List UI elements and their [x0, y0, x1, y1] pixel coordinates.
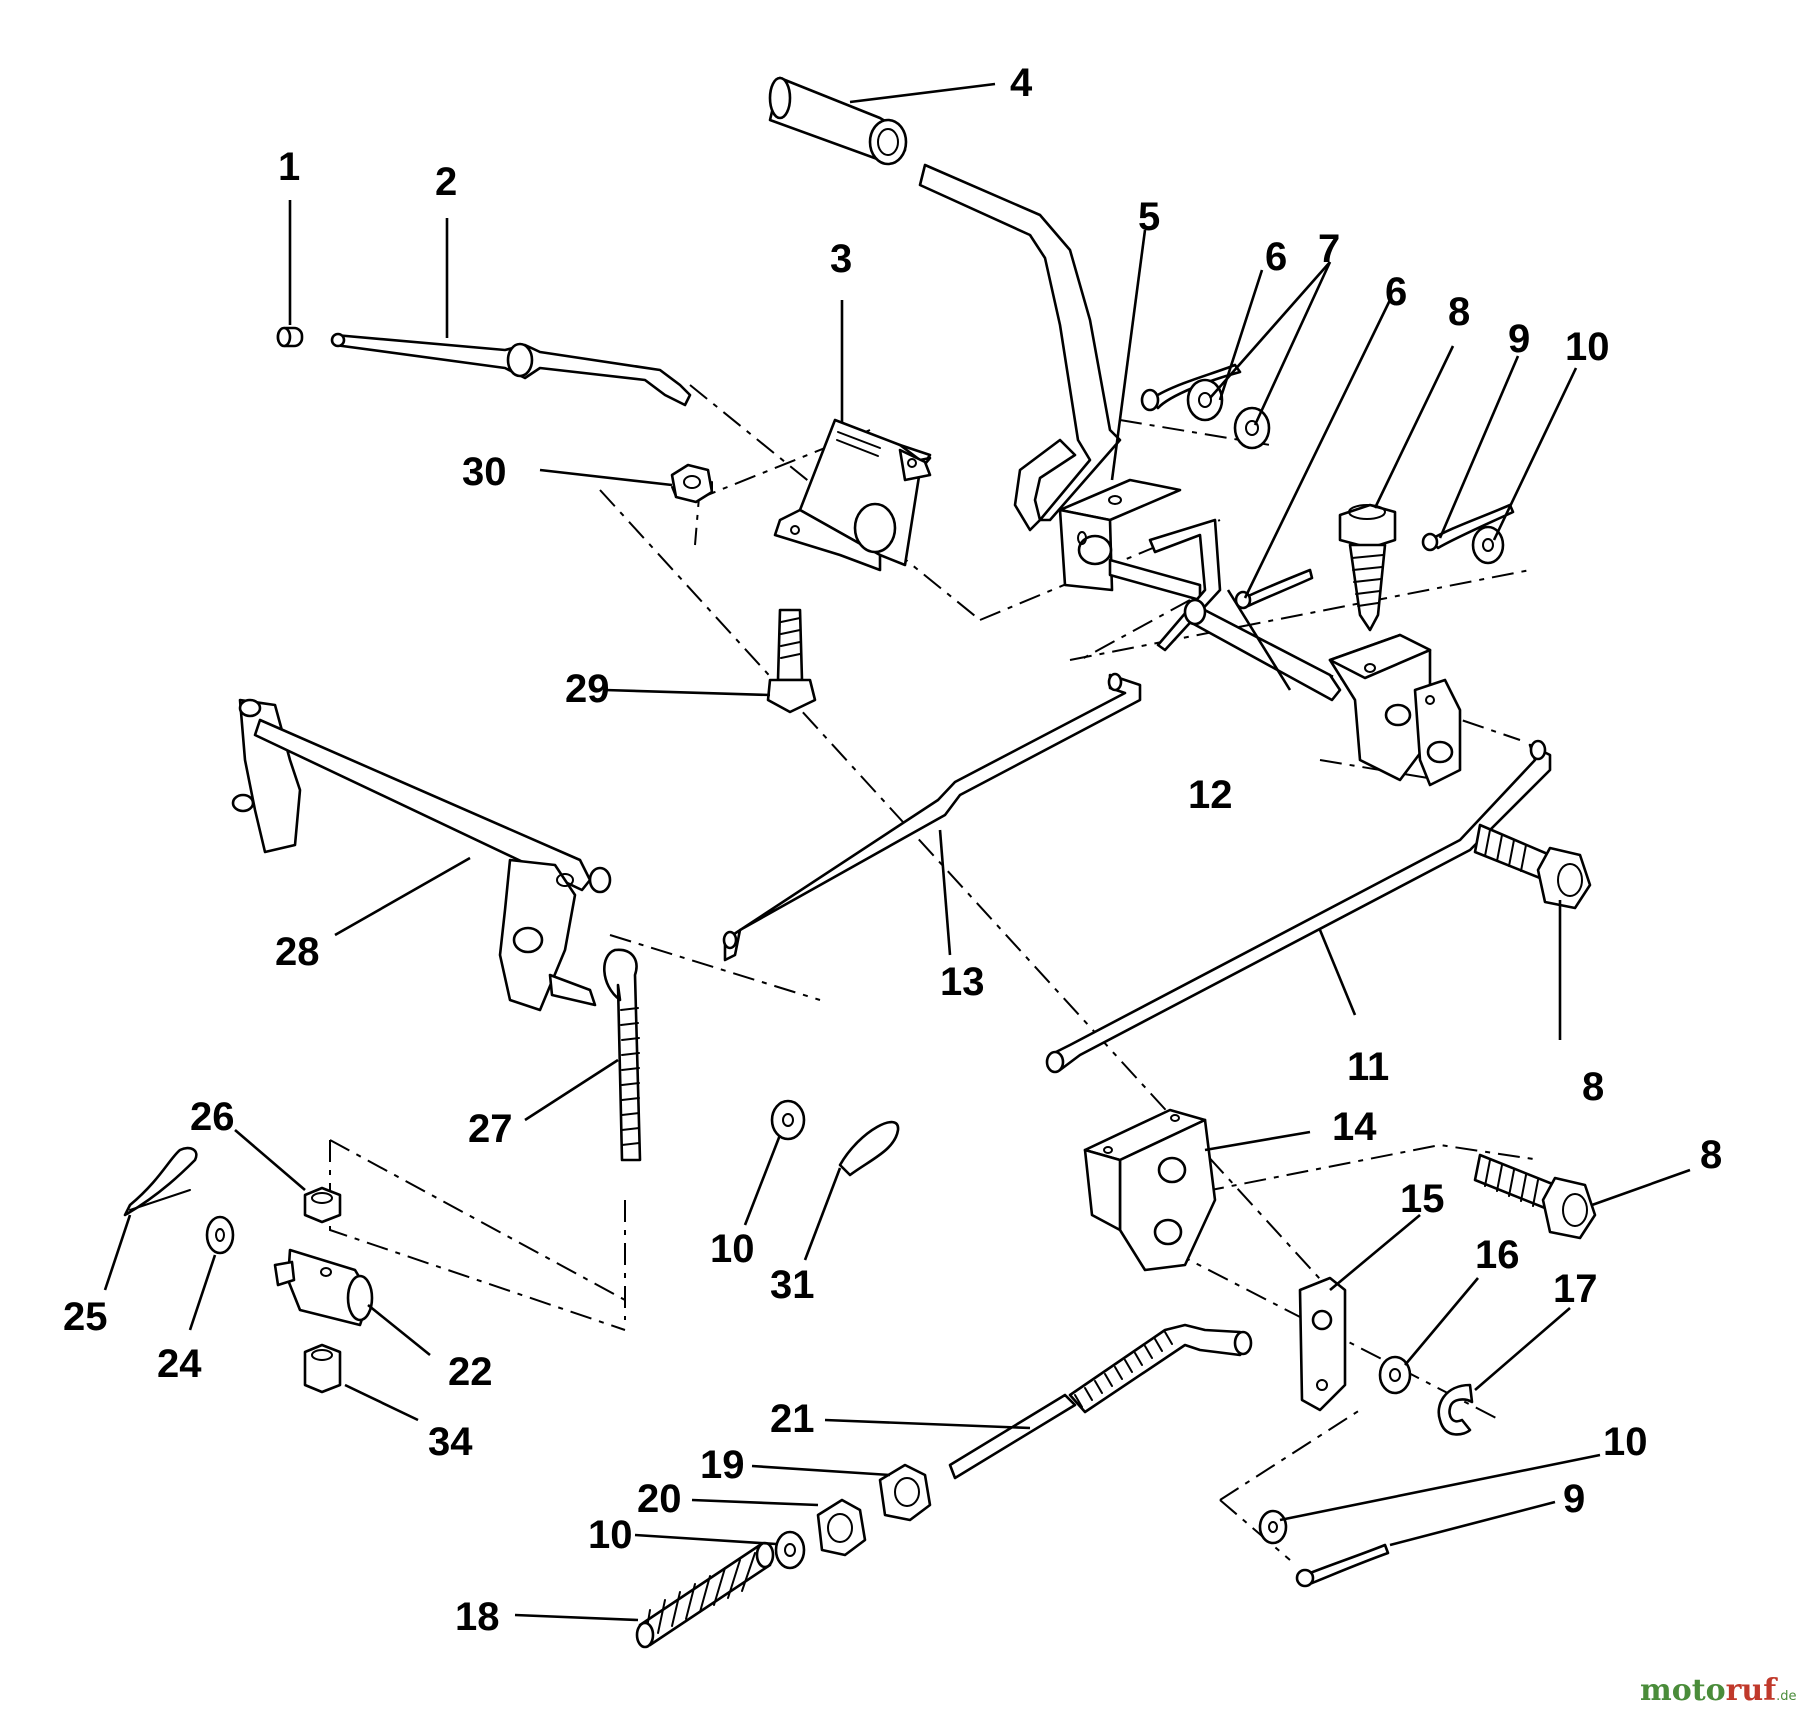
- callout-20: 20: [637, 1477, 682, 1521]
- callout-25: 25: [63, 1295, 108, 1339]
- part-24-washer: [205, 1215, 235, 1255]
- callout-1: 1: [278, 145, 300, 189]
- callout-24: 24: [157, 1342, 202, 1386]
- callout-8a: 8: [1448, 290, 1470, 334]
- part-19-nut: [878, 1463, 932, 1522]
- part-15-plate: [1298, 1276, 1347, 1412]
- callout-14: 14: [1332, 1105, 1377, 1149]
- part-18-spring: [635, 1541, 775, 1649]
- callout-6a: 6: [1265, 235, 1287, 279]
- watermark-part-a: moto: [1640, 1673, 1726, 1708]
- callout-5: 5: [1138, 195, 1160, 239]
- part-13-rod: [722, 672, 1142, 962]
- part-10-washer-spring: [774, 1530, 806, 1570]
- callout-8b: 8: [1582, 1065, 1604, 1109]
- callout-9b: 9: [1563, 1477, 1585, 1521]
- callout-34: 34: [428, 1420, 473, 1464]
- part-5-bracket: [1058, 478, 1182, 592]
- part-20-nut: [816, 1498, 867, 1557]
- callout-12: 12: [1188, 773, 1233, 817]
- callout-10a: 10: [1565, 325, 1610, 369]
- assembly-lines: [329, 384, 1541, 1561]
- callout-17: 17: [1553, 1267, 1598, 1311]
- callout-10c: 10: [588, 1513, 633, 1557]
- part-25-hairpin: [123, 1146, 198, 1217]
- callout-15: 15: [1400, 1177, 1445, 1221]
- callout-13: 13: [940, 960, 985, 1004]
- callout-8c: 8: [1700, 1133, 1722, 1177]
- part-26-nut: [303, 1186, 342, 1224]
- callout-labels: 1 2 3 4 5 6 7 6 8 9 10 12 8 11 13 28 29 …: [63, 61, 1722, 1639]
- callout-6b: 6: [1385, 270, 1407, 314]
- part-8-bolt-upper: [1338, 503, 1397, 632]
- part-11-rod: [1045, 739, 1552, 1074]
- callout-27: 27: [468, 1107, 513, 1151]
- watermark-logo: motoruf.de: [1640, 1673, 1797, 1708]
- part-21-threaded-rod: [948, 1323, 1253, 1480]
- part-10-31-mid: [770, 1099, 900, 1177]
- part-28-shaft: [231, 698, 612, 1012]
- callout-9a: 9: [1508, 317, 1530, 361]
- callout-3: 3: [830, 237, 852, 281]
- watermark-part-b: ruf: [1726, 1673, 1779, 1708]
- callout-16: 16: [1475, 1233, 1520, 1277]
- callout-11: 11: [1347, 1045, 1389, 1089]
- callout-29: 29: [565, 667, 610, 711]
- part-34-nut: [303, 1343, 342, 1394]
- callout-18: 18: [455, 1595, 500, 1639]
- part-29-bolt: [766, 608, 817, 714]
- leader-lines: [103, 82, 1691, 1622]
- part-3-bracket: [773, 418, 932, 572]
- part-12-shaft: [1108, 518, 1462, 787]
- watermark-part-c: .de: [1776, 1689, 1796, 1704]
- callout-4: 4: [1010, 61, 1033, 105]
- part-8-bolt-lower: [1473, 1153, 1597, 1240]
- callout-26: 26: [190, 1095, 235, 1139]
- part-4-grip: [768, 76, 908, 166]
- part-8-bolt-mid: [1473, 823, 1592, 910]
- callout-21: 21: [770, 1397, 815, 1441]
- part-1-cap: [276, 326, 304, 348]
- part-14-bracket: [1083, 1108, 1217, 1272]
- callout-22: 22: [448, 1350, 493, 1394]
- part-6-7-cotter-washers: [1140, 363, 1314, 610]
- part-27-hook-bolt: [603, 948, 642, 1162]
- part-9-10-upper: [1421, 503, 1515, 565]
- callout-28: 28: [275, 930, 320, 974]
- part-16-washer: [1378, 1355, 1412, 1395]
- part-30-nut: [670, 463, 714, 504]
- callout-7: 7: [1318, 227, 1340, 271]
- part-2-rod: [330, 332, 692, 407]
- part-10-9-lower: [1258, 1509, 1390, 1588]
- svg-text:motoruf.de: motoruf.de: [1640, 1673, 1797, 1708]
- callout-10d: 10: [710, 1227, 755, 1271]
- callout-30: 30: [462, 450, 507, 494]
- part-17-eclip: [1437, 1383, 1474, 1436]
- part-5-lever-arm: [918, 163, 1122, 532]
- callout-31: 31: [770, 1263, 815, 1307]
- callout-19: 19: [700, 1443, 745, 1487]
- callout-10b: 10: [1603, 1420, 1648, 1464]
- callout-2: 2: [435, 160, 457, 204]
- part-22-block: [273, 1248, 374, 1327]
